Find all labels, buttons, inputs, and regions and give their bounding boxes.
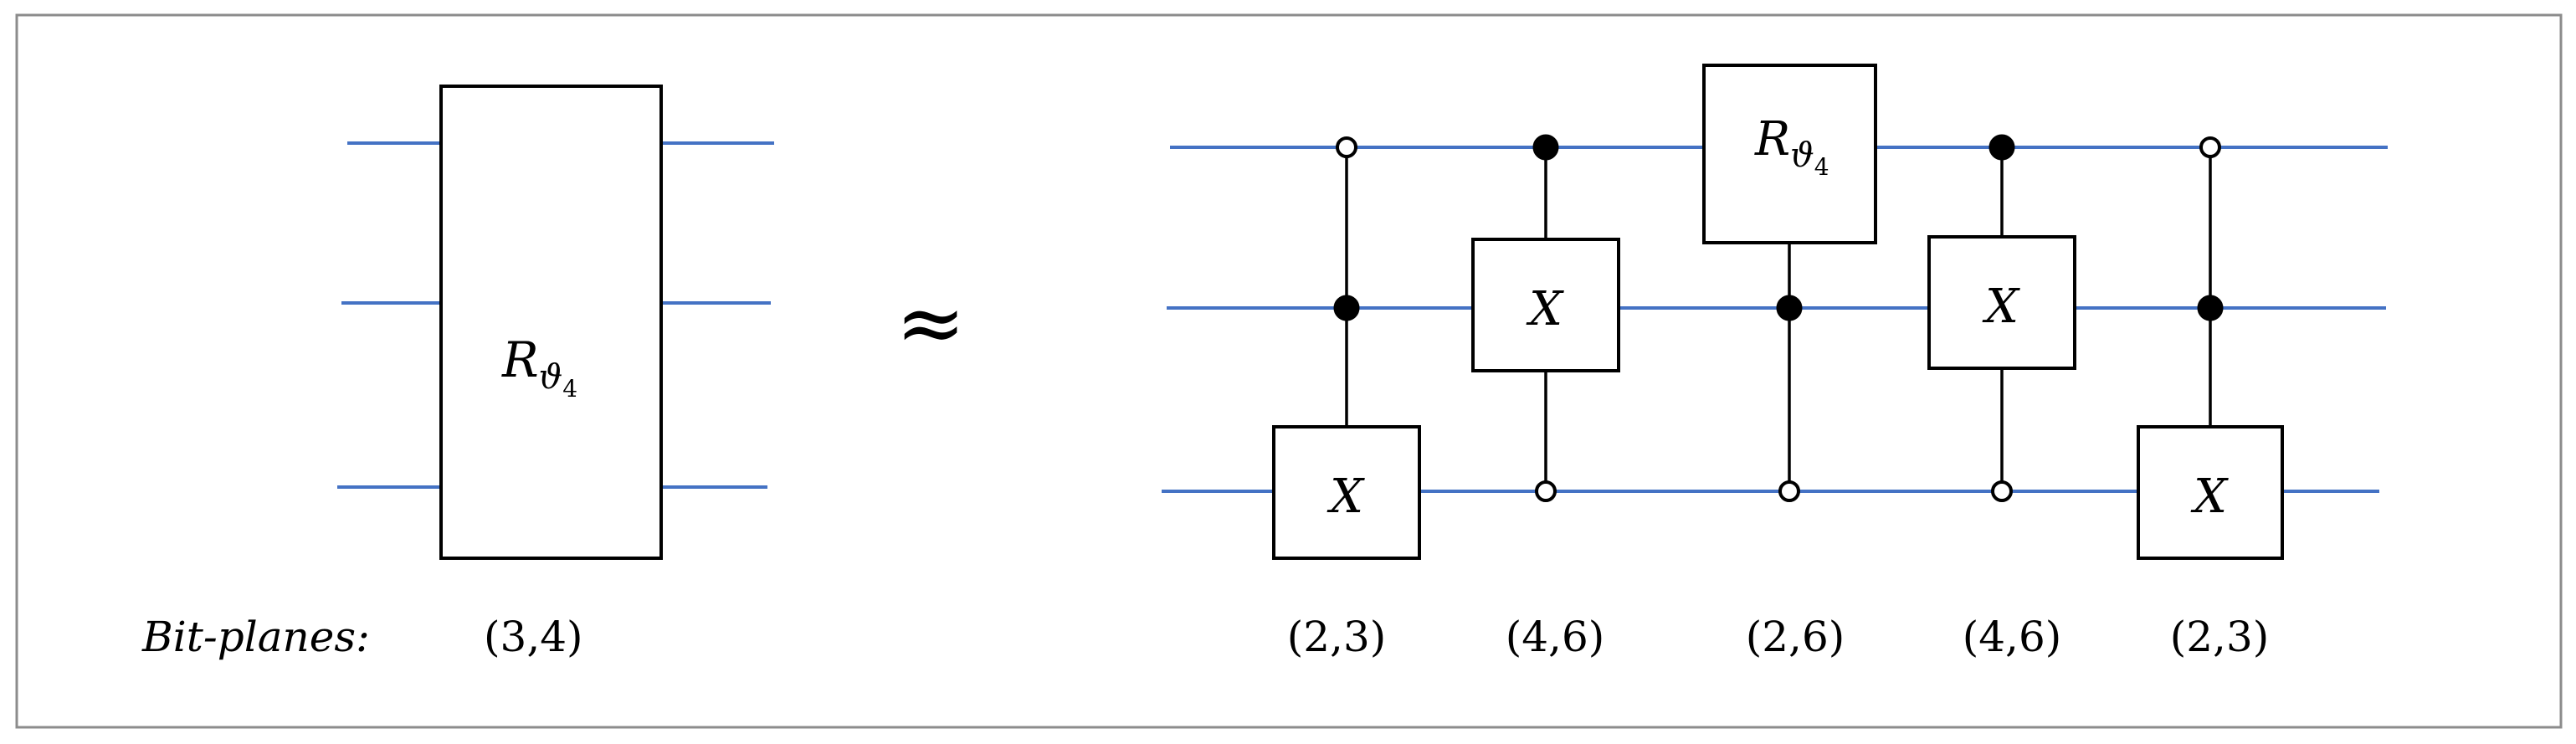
bitplane-label-4: (4,6) <box>1963 613 2062 661</box>
gate4-open-control <box>1991 480 2013 502</box>
gate2-x-box <box>1471 238 1620 372</box>
gate3-open-control <box>1778 480 1800 502</box>
gate2-x-label: X <box>1526 282 1564 336</box>
bitplane-label-2: (4,6) <box>1506 613 1605 661</box>
right-circuit: X X Rϑ4 X X <box>1162 64 2388 560</box>
gate1-open-control <box>1336 136 1357 158</box>
gate1-filled-control <box>1333 295 1360 321</box>
bitplanes-caption: Bit-planes: <box>141 613 370 661</box>
left-rotation-gate <box>439 85 663 560</box>
gate4-x-label: X <box>1982 280 2020 334</box>
gate2-filled-control <box>1532 134 1559 161</box>
gate2-open-control <box>1535 480 1557 502</box>
bitplane-label-1: (2,3) <box>1287 613 1387 661</box>
gate4-x-box <box>1927 235 2076 370</box>
gate5-filled-control <box>2197 295 2224 321</box>
gate4-filled-control <box>1988 134 2015 161</box>
left-gate-label: Rϑ4 <box>501 331 577 403</box>
gate3-rotation-box <box>1702 64 1877 244</box>
left-circuit: Rϑ4 <box>337 85 774 560</box>
gate5-open-control <box>2199 136 2221 158</box>
gate5-x-box <box>2137 425 2284 560</box>
gate1-x-label: X <box>1326 469 1365 524</box>
left-bitplanes-value: (3,4) <box>484 613 583 661</box>
gate3-rotation-label: Rϑ4 <box>1754 112 1829 181</box>
approx-symbol: ≈ <box>895 274 966 372</box>
bitplane-label-5: (2,3) <box>2170 613 2270 661</box>
gate3-filled-control <box>1776 295 1803 321</box>
bitplane-label-3: (2,6) <box>1746 613 1845 661</box>
gate1-x-box <box>1272 425 1421 560</box>
outer-frame <box>15 13 2563 729</box>
gate5-x-label: X <box>2190 469 2229 524</box>
